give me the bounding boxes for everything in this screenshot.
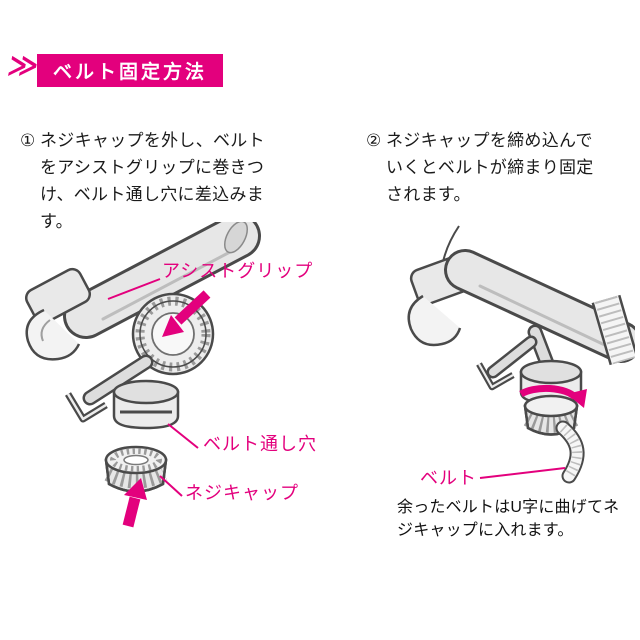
step-1: ① ネジキャップを外し、ベルトをアシストグリップに巻きつけ、ベルト通し穴に差込み… (20, 127, 280, 235)
belt-note: 余ったベルトはU字に曲げてネジキャップに入れます。 (397, 499, 620, 539)
step-2-number: ② (366, 131, 382, 150)
tighten-arrow (519, 384, 587, 408)
label-screw-cap: ネジキャップ (185, 483, 299, 503)
step-1-number: ① (20, 131, 36, 150)
assist-grip-bar (63, 222, 261, 339)
figure-left (8, 222, 348, 572)
step-2-text: ネジキャップを締め込んでいくとベルトが締まり固定されます。 (386, 131, 594, 204)
screw-cap-part (104, 445, 168, 493)
belt-tail (555, 420, 585, 484)
belt-through-hole-part (112, 379, 180, 430)
step-2: ② ネジキャップを締め込んでいくとベルトが締まり固定されます。 (366, 127, 594, 208)
figure-left-illustration (24, 222, 261, 528)
mount-clamp (24, 267, 92, 361)
bracket-arm (64, 354, 154, 423)
wrapped-belt-end (591, 294, 635, 366)
label-belt-hole: ベルト通し穴 (203, 434, 317, 454)
figure-right (385, 222, 635, 552)
label-belt: ベルト (420, 468, 477, 488)
step-1-text: ネジキャップを外し、ベルトをアシストグリップに巻きつけ、ベルト通し穴に差込みます… (40, 131, 265, 231)
section-title: ベルト固定方法 (53, 62, 208, 83)
leader-lines (107, 278, 199, 497)
assist-grip-bar (444, 249, 635, 363)
belt-wrap-arrow (162, 290, 211, 337)
insert-arrow (122, 478, 147, 528)
figure-right-illustration (407, 225, 635, 484)
section-title-banner: ベルト固定方法 (37, 54, 224, 87)
label-assist-grip: アシストグリップ (162, 261, 314, 281)
leader-lines (479, 467, 566, 479)
